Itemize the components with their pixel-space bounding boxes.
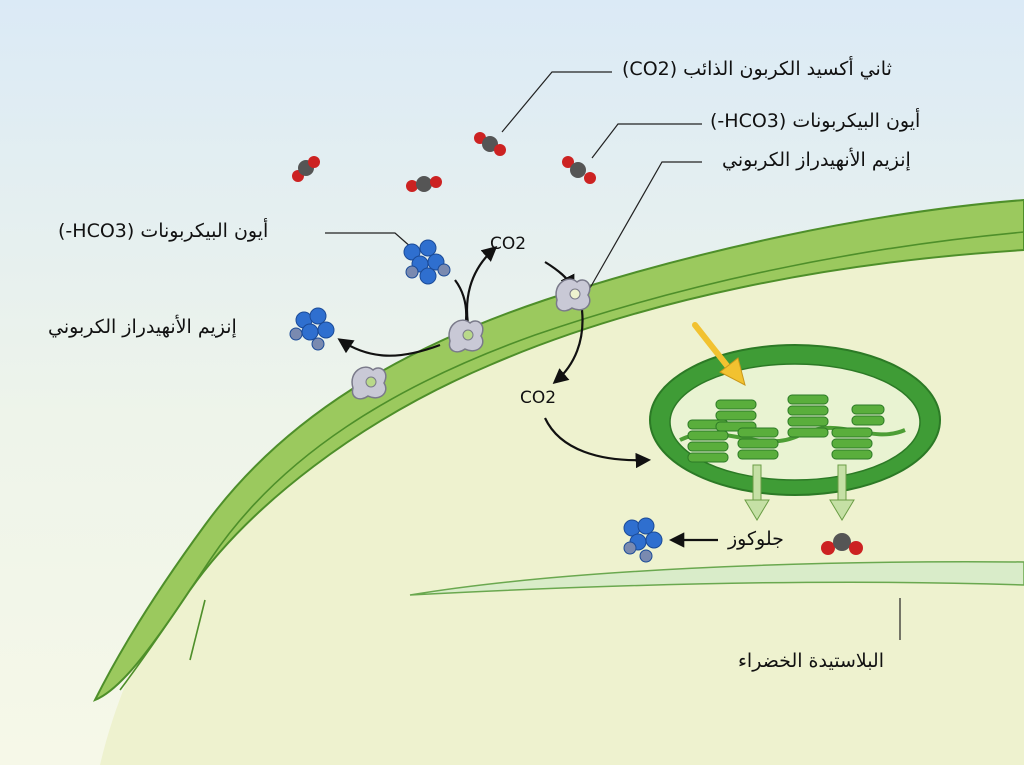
chloroplast bbox=[649, 344, 941, 496]
bicarbonate-ion-left bbox=[289, 307, 335, 351]
label-carbonic-anhydrase-outer: إنزيم الأنهيدراز الكربوني bbox=[722, 149, 911, 171]
co2-molecule-4 bbox=[562, 156, 596, 184]
glucose-molecule bbox=[623, 517, 663, 563]
label-glucose: جلوكوز bbox=[728, 528, 784, 550]
lower-membrane bbox=[409, 561, 1024, 596]
bicarbonate-ion-outer bbox=[403, 239, 451, 285]
co2-molecule-output bbox=[821, 533, 863, 555]
label-carbonic-anhydrase-left: إنزيم الأنهيدراز الكربوني bbox=[48, 316, 237, 338]
co2-molecule-3 bbox=[474, 132, 506, 156]
label-dissolved-co2: ثاني أكسيد الكربون الذائب (CO2) bbox=[622, 58, 892, 80]
chloroplast-output-arrows bbox=[744, 464, 855, 521]
thylakoid-stacks bbox=[687, 394, 885, 463]
enzyme-outer bbox=[555, 278, 591, 312]
light-arrow bbox=[692, 322, 746, 386]
co2-molecule-2 bbox=[406, 176, 442, 192]
leader-lines bbox=[325, 71, 901, 640]
label-chloroplast: البلاستيدة الخضراء bbox=[738, 650, 884, 672]
cell-wall-inner-line bbox=[119, 231, 1024, 691]
label-bicarbonate-left: أيون البيكربونات (HCO3-) bbox=[58, 220, 269, 242]
label-co2-inner: CO2 bbox=[520, 388, 557, 408]
cell-wall-tail bbox=[189, 599, 206, 661]
label-bicarbonate-outer: أيون البيكربونات (HCO3-) bbox=[710, 110, 921, 132]
enzyme-middle bbox=[448, 319, 484, 353]
co2-molecule-1 bbox=[292, 156, 320, 182]
label-co2-top: CO2 bbox=[490, 234, 527, 254]
enzyme-left bbox=[351, 366, 387, 400]
